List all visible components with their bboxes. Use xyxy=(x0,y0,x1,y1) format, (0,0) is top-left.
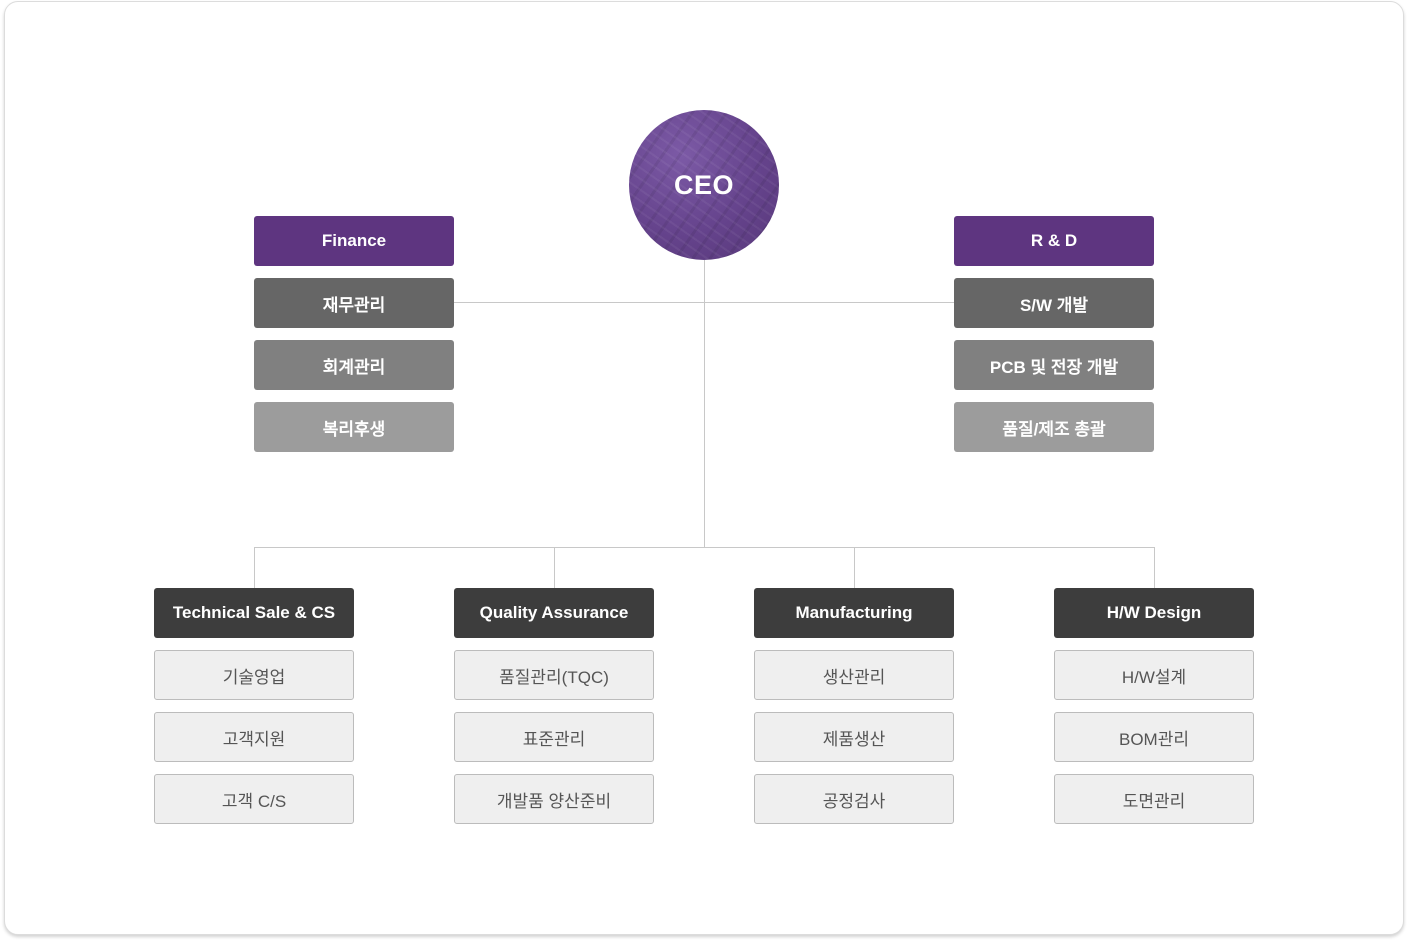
dept-header-quality-assurance: Quality Assurance xyxy=(454,588,654,638)
dept-item: 기술영업 xyxy=(154,650,354,700)
ceo-node: CEO xyxy=(629,110,779,260)
rnd-item-pcb-dev: PCB 및 전장 개발 xyxy=(954,340,1154,390)
connector-dept-2 xyxy=(554,547,555,588)
finance-item-bookkeeping: 회계관리 xyxy=(254,340,454,390)
dept-item: 도면관리 xyxy=(1054,774,1254,824)
dept-item: 제품생산 xyxy=(754,712,954,762)
dept-item: 생산관리 xyxy=(754,650,954,700)
finance-header: Finance xyxy=(254,216,454,266)
connector-ceo-vertical xyxy=(704,260,705,548)
connector-departments-horizontal xyxy=(254,547,1155,548)
dept-item: 표준관리 xyxy=(454,712,654,762)
rnd-item-sw-dev: S/W 개발 xyxy=(954,278,1154,328)
dept-header-manufacturing: Manufacturing xyxy=(754,588,954,638)
dept-item: BOM관리 xyxy=(1054,712,1254,762)
dept-item: H/W설계 xyxy=(1054,650,1254,700)
rnd-header: R & D xyxy=(954,216,1154,266)
dept-item: 공정검사 xyxy=(754,774,954,824)
dept-item: 고객 C/S xyxy=(154,774,354,824)
connector-finance-rnd-horizontal xyxy=(454,302,954,303)
dept-item: 고객지원 xyxy=(154,712,354,762)
dept-header-technical-sale: Technical Sale & CS xyxy=(154,588,354,638)
rnd-item-quality-mfg: 품질/제조 총괄 xyxy=(954,402,1154,452)
dept-header-hw-design: H/W Design xyxy=(1054,588,1254,638)
finance-item-welfare: 복리후생 xyxy=(254,402,454,452)
dept-item: 품질관리(TQC) xyxy=(454,650,654,700)
dept-item: 개발품 양산준비 xyxy=(454,774,654,824)
connector-dept-3 xyxy=(854,547,855,588)
connector-dept-4 xyxy=(1154,547,1155,588)
connector-dept-1 xyxy=(254,547,255,588)
finance-item-accounting-mgmt: 재무관리 xyxy=(254,278,454,328)
